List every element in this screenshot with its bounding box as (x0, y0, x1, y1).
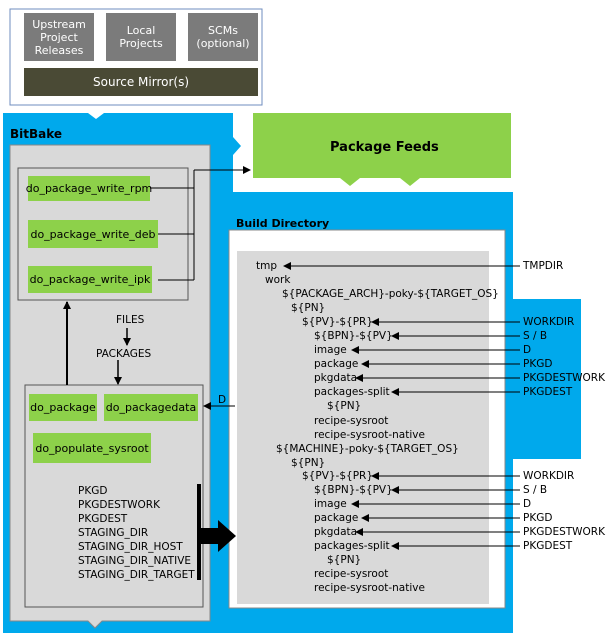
packages-label: PACKAGES (96, 348, 152, 360)
tree-package-2: package (314, 512, 359, 524)
tree-recipe-sysroot-native-2: recipe-sysroot-native (314, 582, 425, 594)
variable-pkgd: PKGD (78, 485, 108, 497)
do-package-write-rpm-task: do_package_write_rpm (26, 176, 152, 201)
tree-recipe-sysroot-native: recipe-sysroot-native (314, 429, 425, 441)
tree-image: image (314, 344, 347, 356)
label-pkgd-2: PKGD (523, 512, 553, 524)
variable-pkgdestwork: PKGDESTWORK (78, 499, 160, 511)
label-pkgdest-2: PKGDEST (523, 540, 573, 552)
local-projects-box: Local Projects (106, 13, 176, 61)
upstream-project-releases-box: Upstream Project Releases (24, 13, 94, 61)
build-tree-panel (237, 251, 489, 604)
label-workdir: WORKDIR (523, 316, 575, 328)
files-label: FILES (116, 314, 145, 326)
tree-tmp: tmp (256, 260, 278, 272)
label-s-b-2: S / B (523, 484, 548, 496)
tree-recipe-sysroot: recipe-sysroot (314, 415, 389, 427)
variable-pkgdest: PKGDEST (78, 513, 128, 525)
label-pkgdestwork-2: PKGDESTWORK (523, 526, 605, 538)
label-d: D (523, 344, 532, 356)
variable-staging-dir-host: STAGING_DIR_HOST (78, 541, 183, 553)
tree-split-pn: ${PN} (327, 400, 362, 412)
tree-pv-pr-2: ${PV}-${PR} (302, 470, 374, 482)
tree-image-2: image (314, 498, 347, 510)
tree-pn: ${PN} (291, 302, 326, 314)
tree-bpn-pv-2: ${BPN}-${PV} (314, 484, 393, 496)
tree-package-arch: ${PACKAGE_ARCH}-poky-${TARGET_OS} (282, 288, 499, 300)
variable-staging-dir-native: STAGING_DIR_NATIVE (78, 555, 192, 567)
tree-pv-pr: ${PV}-${PR} (302, 316, 374, 328)
tree-packages-split-2: packages-split (314, 540, 390, 552)
package-feeds-label: Package Feeds (330, 140, 439, 155)
do-packagedata-task: do_packagedata (104, 394, 198, 421)
package-tasks-box (24, 384, 204, 608)
do-populate-sysroot-task: do_populate_sysroot (33, 433, 151, 463)
do-package-write-deb-task: do_package_write_deb (28, 220, 158, 248)
package-feeds-shape (253, 113, 511, 186)
label-tmpdir: TMPDIR (523, 260, 564, 272)
tree-pn-2: ${PN} (291, 457, 326, 469)
tree-recipe-sysroot-2: recipe-sysroot (314, 568, 389, 580)
d-label: D (218, 394, 227, 406)
tree-bpn-pv: ${BPN}-${PV} (314, 330, 393, 342)
variable-staging-dir-target: STAGING_DIR_TARGET (78, 569, 195, 581)
tree-machine: ${MACHINE}-poky-${TARGET_OS} (276, 443, 459, 455)
label-pkgdest: PKGDEST (523, 386, 573, 398)
variable-staging-dir: STAGING_DIR (78, 527, 149, 539)
tree-pkgdata: pkgdata (314, 372, 358, 384)
label-d-2: D (523, 498, 532, 510)
tree-pkgdata-2: pkgdata (314, 526, 358, 538)
tree-split-pn-2: ${PN} (327, 554, 362, 566)
do-package-task: do_package (29, 394, 97, 421)
do-package-write-ipk-task: do_package_write_ipk (28, 266, 152, 293)
scms-box: SCMs (optional) (188, 13, 258, 61)
label-pkgd: PKGD (523, 358, 553, 370)
tree-package: package (314, 358, 359, 370)
bitbake-label: BitBake (10, 127, 63, 141)
build-directory-label: Build Directory (236, 217, 330, 230)
tree-packages-split: packages-split (314, 386, 390, 398)
source-mirrors-box: Source Mirror(s) (24, 68, 258, 96)
label-s-b: S / B (523, 330, 548, 342)
tree-work: work (265, 274, 291, 286)
label-pkgdestwork: PKGDESTWORK (523, 372, 605, 384)
label-workdir-2: WORKDIR (523, 470, 575, 482)
